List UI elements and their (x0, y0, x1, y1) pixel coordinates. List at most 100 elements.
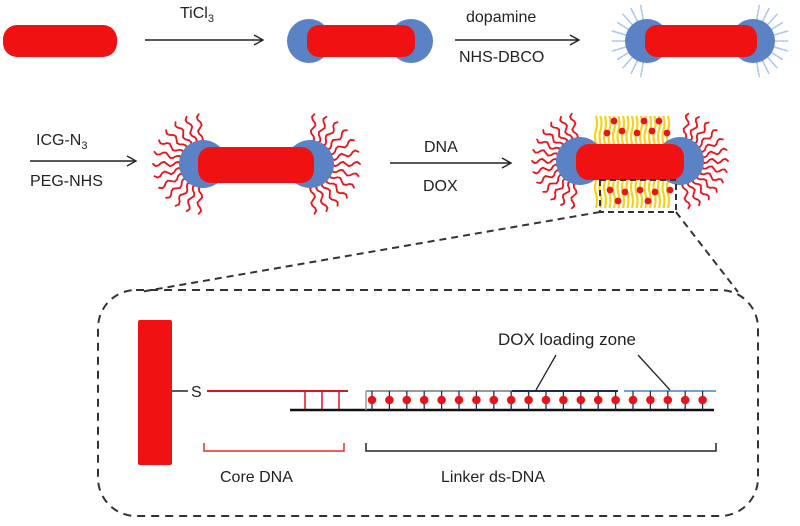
dox-dot (559, 395, 568, 405)
ligand-chain (315, 183, 329, 213)
dox-dot (636, 186, 644, 194)
ligand-chain (165, 178, 188, 199)
detail-panel (97, 289, 759, 517)
ligand-chain (328, 138, 355, 156)
dox-dot (618, 127, 626, 135)
ligand-chain (622, 56, 634, 69)
detail-rod (138, 320, 172, 465)
dox-dot (644, 197, 652, 205)
arrow-step2-bottom-label: NHS-DBCO (459, 49, 544, 66)
nanorod-dna-dox (531, 112, 729, 213)
rod-body (307, 25, 415, 57)
dna-strand (607, 179, 612, 209)
ligand-chain (331, 160, 361, 168)
arrow-step3-bottom-label: PEG-NHS (30, 173, 103, 190)
arrow-step2-top-label: dopamine (466, 9, 536, 26)
dna-strand (593, 115, 599, 145)
dna-strand (647, 179, 653, 209)
dox-dot (680, 395, 690, 405)
zoom-line-right (675, 211, 739, 293)
ligand-chain (701, 157, 729, 165)
dox-dot (698, 395, 707, 405)
ligand-chain (681, 181, 691, 210)
ligand-chain (622, 13, 634, 26)
dox-dot (402, 395, 412, 405)
ligand-chain (321, 121, 339, 147)
dna-strand (629, 115, 635, 145)
arrow-step2-head (569, 34, 581, 46)
peg-icg-chains (152, 113, 361, 215)
dna-strand (616, 115, 621, 145)
dox-dot (489, 395, 499, 405)
ligand-chain (611, 30, 627, 36)
linker-dna-label: Linker ds-DNA (441, 469, 545, 486)
ligand-chain (550, 121, 568, 145)
ligand-chain (686, 180, 701, 206)
ligand-chain (611, 46, 627, 52)
ligand-chain (185, 183, 197, 213)
arrow-step1-head (253, 34, 265, 46)
dna-strand (602, 179, 608, 209)
dox-dot (524, 395, 533, 405)
ligand-chain (320, 181, 339, 207)
dna-strand (602, 115, 608, 145)
dox-dot (593, 395, 603, 405)
ligand-chain (532, 149, 560, 157)
dox-dot (472, 395, 481, 405)
ligand-chain (630, 60, 639, 75)
zoom-region (599, 179, 677, 213)
zoom-line-left (139, 211, 601, 293)
ligand-chain (770, 51, 785, 61)
ligand-chain (630, 7, 639, 22)
ligand-chain (639, 4, 644, 21)
dox-dot (603, 129, 611, 137)
arrow-step1-label: TiCl3 (180, 5, 214, 25)
rod-body (645, 25, 757, 57)
ligand-chain (773, 46, 789, 52)
ligand-chain (309, 113, 317, 143)
core-dna-bracket (203, 443, 345, 452)
ligand-chain (615, 21, 630, 31)
ligand-chain (700, 165, 728, 173)
ligand-chain (153, 166, 183, 179)
arrow-step3-top-label: ICG-N3 (36, 132, 87, 152)
ligand-chain (696, 129, 718, 148)
dox-dot (541, 395, 551, 405)
ligand-chain (756, 4, 761, 21)
nanorod-dbco (610, 4, 790, 78)
ligand-chain (165, 129, 188, 150)
dox-dot (506, 395, 516, 405)
ligand-chain (152, 160, 182, 168)
ligand-chain (687, 116, 700, 142)
dna-strand (598, 115, 603, 145)
arrow-step4-bottom-label: DOX (423, 178, 458, 195)
ligand-chain (550, 177, 568, 201)
dox-dot (646, 395, 655, 405)
dna-strand (665, 179, 671, 209)
dox-dot (655, 117, 663, 125)
dox-dot (651, 188, 659, 196)
dox-dot (611, 395, 620, 405)
dox-dot (606, 186, 614, 194)
ligand-chain (692, 121, 710, 145)
dox-dot (610, 117, 618, 125)
ligand-chain (309, 185, 318, 215)
ligand-chain (770, 21, 785, 31)
ligand-chain (330, 149, 360, 162)
dox-dot (666, 186, 674, 194)
ligand-chain (766, 13, 778, 26)
nanorod-icg-peg (152, 113, 361, 215)
dox-dot (367, 395, 377, 405)
dna-strand (611, 179, 617, 209)
dox-zone-label: DOX loading zone (498, 330, 636, 349)
ligand-chain (536, 138, 562, 152)
dox-dot (576, 395, 586, 405)
ligand-chain (532, 163, 560, 175)
dox-dot (663, 395, 673, 405)
ligand-chain (174, 121, 193, 147)
ligand-chain (542, 174, 564, 193)
ligand-chain (325, 178, 348, 199)
dna-strand (656, 179, 662, 209)
dox-dot (621, 188, 629, 196)
